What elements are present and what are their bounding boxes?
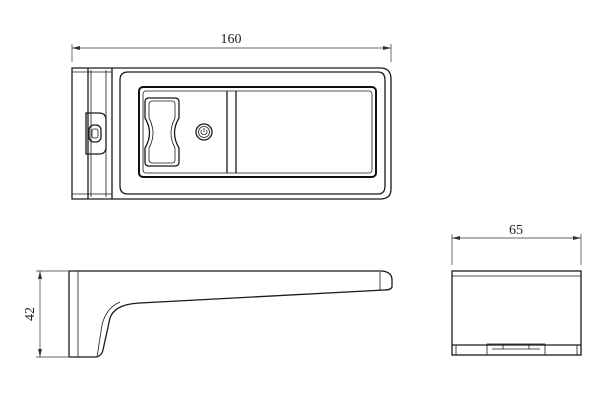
length-dimension: 160: [71, 32, 392, 62]
side-view: 42: [23, 270, 393, 358]
end-view: 65: [451, 223, 582, 356]
power-icon: [195, 123, 213, 141]
width-label: 65: [509, 223, 523, 238]
width-dimension: 65: [451, 223, 582, 265]
end-profile: [451, 270, 582, 356]
height-label: 42: [23, 307, 38, 321]
top-view: 160: [71, 32, 392, 200]
sensor-window: [144, 97, 180, 167]
length-label: 160: [221, 32, 242, 47]
inner-frame: [119, 71, 386, 195]
height-dimension: 42: [23, 270, 68, 358]
usb-port-icon: [85, 112, 107, 155]
side-profile: [68, 270, 393, 358]
outer-body: [71, 67, 392, 200]
recessed-panel: [138, 86, 377, 178]
